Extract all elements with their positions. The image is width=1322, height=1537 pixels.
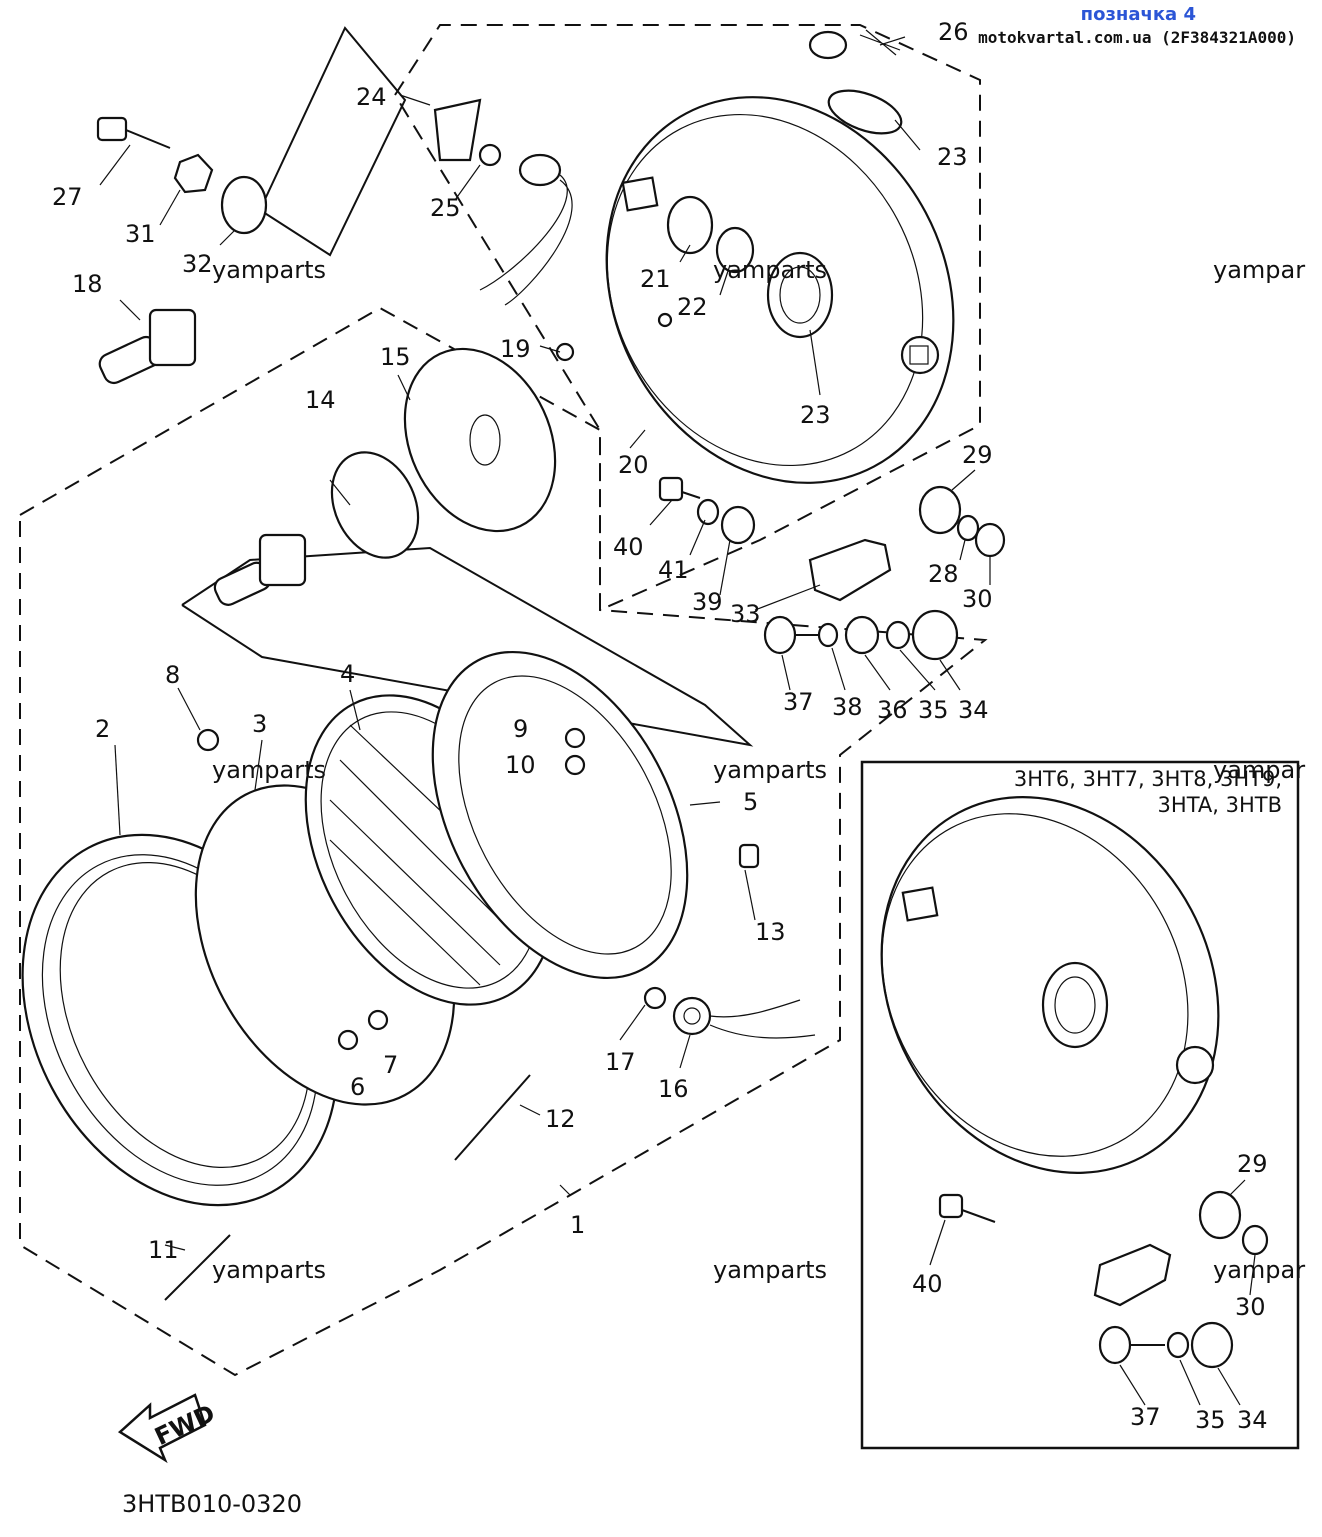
callout-23-bottom[interactable]: 23: [800, 401, 831, 429]
callout-29[interactable]: 29: [962, 441, 993, 469]
callout-15[interactable]: 15: [380, 343, 411, 371]
reflector-cup: [403, 347, 557, 533]
watermark-5: yamparts: [713, 756, 827, 784]
watermark-4: yamparts: [212, 756, 326, 784]
retaining-ring: [330, 451, 420, 559]
headlight-body: [605, 96, 955, 484]
callout-5[interactable]: 5: [743, 788, 758, 816]
diagram-code: 3HTB010-0320: [122, 1490, 302, 1518]
callout-4[interactable]: 4: [340, 660, 355, 688]
callout-25[interactable]: 25: [430, 194, 461, 222]
callout-20[interactable]: 20: [618, 451, 649, 479]
socket-24-25: [433, 98, 573, 306]
headlight-body-outline: [393, 24, 981, 612]
callout-1[interactable]: 1: [570, 1211, 585, 1239]
callout-36[interactable]: 36: [877, 696, 908, 724]
callout-14[interactable]: 14: [305, 386, 336, 414]
inset-callout-34[interactable]: 34: [1237, 1406, 1268, 1434]
callout-11[interactable]: 11: [148, 1236, 179, 1264]
inset-callout-35[interactable]: 35: [1195, 1406, 1226, 1434]
callout-40[interactable]: 40: [613, 533, 644, 561]
callout-39[interactable]: 39: [692, 588, 723, 616]
callout-19[interactable]: 19: [500, 335, 531, 363]
brand-title[interactable]: позначка 4: [1080, 4, 1196, 25]
watermark-2: yamparts: [713, 256, 827, 284]
callout-28[interactable]: 28: [928, 560, 959, 588]
callout-33[interactable]: 33: [730, 600, 761, 628]
inset-callout-37[interactable]: 37: [1130, 1403, 1161, 1431]
fwd-arrow[interactable]: FWD: [117, 1393, 219, 1464]
callout-26[interactable]: 26: [938, 18, 969, 46]
washers-29-30: [918, 485, 1006, 558]
inset-callout-40[interactable]: 40: [912, 1270, 943, 1298]
leader-lines: [99, 36, 1256, 1406]
variant-models: 3HT6, 3HT7, 3HT8, 3HT9, 3HTA, 3HTB: [1014, 766, 1282, 818]
inset-callout-29[interactable]: 29: [1237, 1150, 1268, 1178]
callout-3[interactable]: 3: [252, 710, 267, 738]
callout-31[interactable]: 31: [125, 220, 156, 248]
bolt-37-stack: [763, 609, 959, 661]
callout-13[interactable]: 13: [755, 918, 786, 946]
variant-line-2: 3HTA, 3HTB: [1157, 793, 1282, 817]
variant-inset-box: [860, 760, 1300, 1450]
screw-11: [164, 1234, 231, 1301]
headlight-body-inset: [880, 796, 1220, 1174]
grommets-21-22: [666, 195, 755, 274]
callout-7[interactable]: 7: [383, 1051, 398, 1079]
bolt-assembly-outline: [258, 26, 407, 257]
inset-callout-30[interactable]: 30: [1235, 1293, 1266, 1321]
watermark-9: yampar: [1213, 1256, 1305, 1284]
callout-10[interactable]: 10: [505, 751, 536, 779]
callout-8[interactable]: 8: [165, 661, 180, 689]
callout-22[interactable]: 22: [677, 293, 708, 321]
bolt-27: [96, 116, 268, 235]
callout-12[interactable]: 12: [545, 1105, 576, 1133]
watermark-3: yampar: [1213, 256, 1305, 284]
callout-41[interactable]: 41: [658, 556, 689, 584]
screw-12: [454, 1074, 531, 1161]
harness-16: [672, 996, 816, 1039]
lens-housing: [431, 650, 689, 980]
bulb-holder-bracket: [181, 546, 754, 747]
watermark-7: yamparts: [212, 1256, 326, 1284]
callout-23-top[interactable]: 23: [937, 143, 968, 171]
bolt-40-washers: [658, 476, 756, 545]
variant-line-1: 3HT6, 3HT7, 3HT8, 3HT9,: [1013, 767, 1282, 791]
callout-16[interactable]: 16: [658, 1075, 689, 1103]
inset-fasteners: [938, 1190, 1269, 1369]
bulb-18: [98, 308, 197, 385]
callout-37[interactable]: 37: [783, 688, 814, 716]
bulb-lower: [213, 533, 307, 606]
watermark-1: yamparts: [212, 256, 326, 284]
callout-18[interactable]: 18: [72, 270, 103, 298]
callout-34[interactable]: 34: [958, 696, 989, 724]
watermark-6: yampar: [1213, 756, 1305, 784]
callout-21[interactable]: 21: [640, 265, 671, 293]
callout-24[interactable]: 24: [356, 83, 387, 111]
callout-32[interactable]: 32: [182, 250, 213, 278]
watermark-8: yamparts: [713, 1256, 827, 1284]
brand-site[interactable]: motokvartal.com.ua (2F384321A000): [978, 28, 1296, 47]
small-fasteners: [196, 29, 903, 1051]
callout-30[interactable]: 30: [962, 585, 993, 613]
callout-27[interactable]: 27: [52, 183, 83, 211]
callout-9[interactable]: 9: [513, 715, 528, 743]
callout-2[interactable]: 2: [95, 715, 110, 743]
bracket-33: [808, 538, 892, 602]
callout-6[interactable]: 6: [350, 1073, 365, 1101]
callout-17[interactable]: 17: [605, 1048, 636, 1076]
callout-35[interactable]: 35: [918, 696, 949, 724]
callout-38[interactable]: 38: [832, 693, 863, 721]
